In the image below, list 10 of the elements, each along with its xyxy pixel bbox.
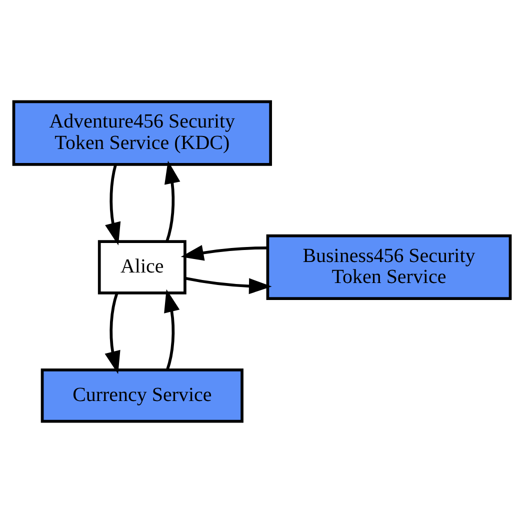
arrow [184,276,272,294]
node-box: Alice [98,240,186,294]
arrow [104,293,120,374]
node-box: Currency Service [40,368,244,423]
node-box: Adventure456 Security Token Service (KDC) [12,100,272,166]
node-box: Business456 Security Token Service [266,234,512,300]
arrow [164,160,180,242]
arrow [180,244,268,261]
arrow [164,289,180,370]
arrow [105,164,121,246]
